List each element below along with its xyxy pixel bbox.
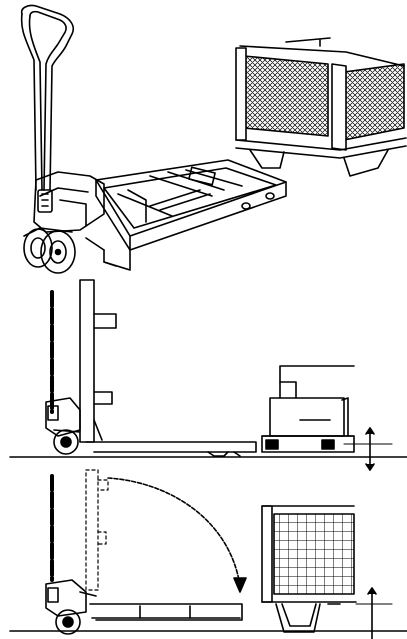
cage-perspective bbox=[235, 37, 407, 177]
forks-lowered bbox=[89, 603, 243, 621]
forks-side bbox=[85, 441, 257, 457]
pump-wheel bbox=[45, 397, 81, 455]
swing-arrow bbox=[107, 477, 247, 593]
mast-raised-outline bbox=[85, 469, 109, 591]
cage-side bbox=[261, 505, 357, 633]
panel-side-cage bbox=[9, 469, 407, 639]
mast bbox=[79, 279, 117, 443]
pump-housing bbox=[33, 171, 105, 233]
pallet-load bbox=[261, 365, 355, 453]
panel-perspective bbox=[20, 4, 407, 274]
pump-wheel-2 bbox=[45, 579, 97, 635]
steer-wheels bbox=[23, 227, 76, 274]
lift-height-dimension bbox=[343, 427, 393, 471]
fork-frame bbox=[85, 159, 287, 271]
handle bbox=[20, 4, 75, 191]
clearance-dimension bbox=[355, 587, 393, 639]
panel-side-load bbox=[9, 279, 407, 471]
